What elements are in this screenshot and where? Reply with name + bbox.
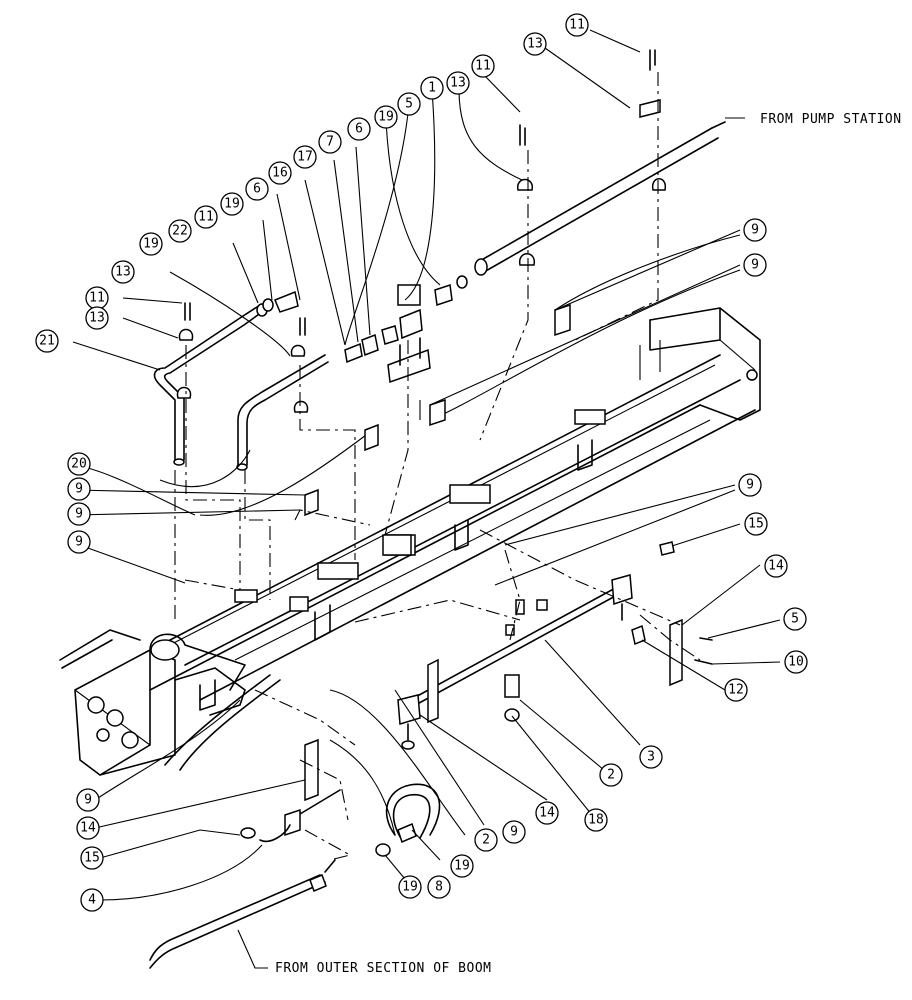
callout-15: 15 (744, 512, 768, 536)
callout-number: 15 (748, 517, 764, 532)
callout-number: 19 (454, 859, 470, 874)
callout-14: 14 (764, 554, 788, 578)
callout-6: 6 (245, 177, 269, 201)
callout-10: 10 (784, 650, 808, 674)
callout-number: 14 (539, 806, 555, 821)
callout-21: 21 (35, 329, 59, 353)
callout-9: 9 (67, 477, 91, 501)
callout-9: 9 (76, 788, 100, 812)
callout-number: 2 (482, 833, 490, 848)
callout-15: 15 (80, 846, 104, 870)
callout-12: 12 (724, 678, 748, 702)
callout-2: 2 (474, 828, 498, 852)
callout-number: 8 (435, 880, 443, 895)
callout-number: 9 (751, 223, 759, 238)
callout-number: 19 (378, 110, 394, 125)
callout-19: 19 (398, 875, 422, 899)
callout-number: 9 (75, 535, 83, 550)
callout-7: 7 (318, 130, 342, 154)
callout-17: 17 (293, 145, 317, 169)
callout-13: 13 (523, 32, 547, 56)
callout-number: 9 (746, 478, 754, 493)
callout-number: 11 (569, 18, 585, 33)
callout-number: 9 (84, 793, 92, 808)
callout-number: 7 (326, 135, 334, 150)
callout-number: 22 (172, 224, 188, 239)
callout-19: 19 (374, 105, 398, 129)
callout-number: 14 (768, 559, 784, 574)
callout-5: 5 (397, 92, 421, 116)
label-from-outer-section: FROM OUTER SECTION OF BOOM (275, 961, 492, 976)
callout-number: 13 (115, 265, 131, 280)
callout-11: 11 (194, 205, 218, 229)
leader-lines (69, 29, 781, 969)
callout-number: 6 (355, 122, 363, 137)
callout-number: 4 (88, 893, 96, 908)
callout-9: 9 (67, 530, 91, 554)
callout-2: 2 (599, 763, 623, 787)
feed-plumbing (153, 49, 741, 556)
callout-9: 9 (738, 473, 762, 497)
callout-number: 11 (89, 291, 105, 306)
callout-number: 18 (588, 813, 604, 828)
spray-tube-assembly (149, 541, 713, 969)
callout-9: 9 (743, 218, 767, 242)
callout-number: 15 (84, 851, 100, 866)
callout-5: 5 (783, 607, 807, 631)
callout-11: 11 (565, 13, 589, 37)
callout-22: 22 (168, 219, 192, 243)
callout-number: 5 (791, 612, 799, 627)
callout-number: 11 (198, 210, 214, 225)
callout-number: 10 (788, 655, 804, 670)
callout-number: 1 (428, 81, 436, 96)
callout-13: 13 (85, 306, 109, 330)
callout-19: 19 (220, 192, 244, 216)
callout-number: 11 (475, 59, 491, 74)
callout-number: 9 (75, 482, 83, 497)
callout-number: 12 (728, 683, 744, 698)
callout-number: 19 (224, 197, 240, 212)
callout-number: 20 (71, 457, 87, 472)
callout-13: 13 (446, 71, 470, 95)
callout-6: 6 (347, 117, 371, 141)
callout-number: 13 (89, 311, 105, 326)
callout-19: 19 (450, 854, 474, 878)
callout-number: 21 (39, 334, 55, 349)
callout-18: 18 (584, 808, 608, 832)
callout-number: 9 (75, 507, 83, 522)
callout-3: 3 (639, 745, 663, 769)
callout-14: 14 (535, 801, 559, 825)
callout-number: 19 (143, 237, 159, 252)
label-from-pump-station: FROM PUMP STATION (760, 112, 902, 127)
callout-20: 20 (67, 452, 91, 476)
callout-number: 14 (80, 821, 96, 836)
callout-14: 14 (76, 816, 100, 840)
callout-number: 9 (751, 258, 759, 273)
callout-9: 9 (502, 820, 526, 844)
callout-19: 19 (139, 232, 163, 256)
callout-number: 3 (647, 750, 655, 765)
callout-number: 9 (510, 825, 518, 840)
callout-number: 6 (253, 182, 261, 197)
callout-number: 13 (450, 76, 466, 91)
callout-11: 11 (471, 54, 495, 78)
callout-number: 5 (405, 97, 413, 112)
callout-number: 13 (527, 37, 543, 52)
callout-8: 8 (427, 875, 451, 899)
callout-number: 19 (402, 880, 418, 895)
callout-16: 16 (268, 161, 292, 185)
callout-11: 11 (85, 286, 109, 310)
callout-number: 16 (272, 166, 288, 181)
callout-number: 2 (607, 768, 615, 783)
callout-1: 1 (420, 76, 444, 100)
callout-number: 17 (297, 150, 313, 165)
callout-9: 9 (743, 253, 767, 277)
callout-13: 13 (111, 260, 135, 284)
callout-9: 9 (67, 502, 91, 526)
callout-4: 4 (80, 888, 104, 912)
